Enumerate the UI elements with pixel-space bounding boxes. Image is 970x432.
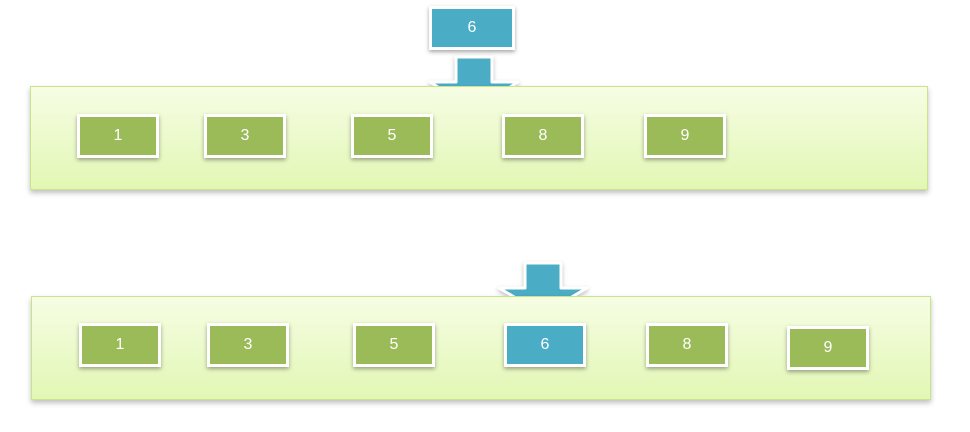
list-item: 3: [207, 323, 289, 367]
list-item: 5: [353, 323, 435, 367]
list-item: 8: [646, 323, 728, 367]
list-item: 9: [644, 114, 726, 158]
sorted-list-after: [31, 296, 931, 400]
list-item: 1: [77, 114, 159, 158]
list-item: 1: [79, 323, 161, 367]
list-item: 3: [204, 114, 286, 158]
sorted-list-before: [30, 86, 928, 190]
list-item: 5: [351, 114, 433, 158]
list-item: 9: [787, 326, 869, 370]
inserted-list-item: 6: [504, 323, 586, 367]
list-item: 8: [502, 114, 584, 158]
incoming-value-box: 6: [429, 6, 515, 50]
